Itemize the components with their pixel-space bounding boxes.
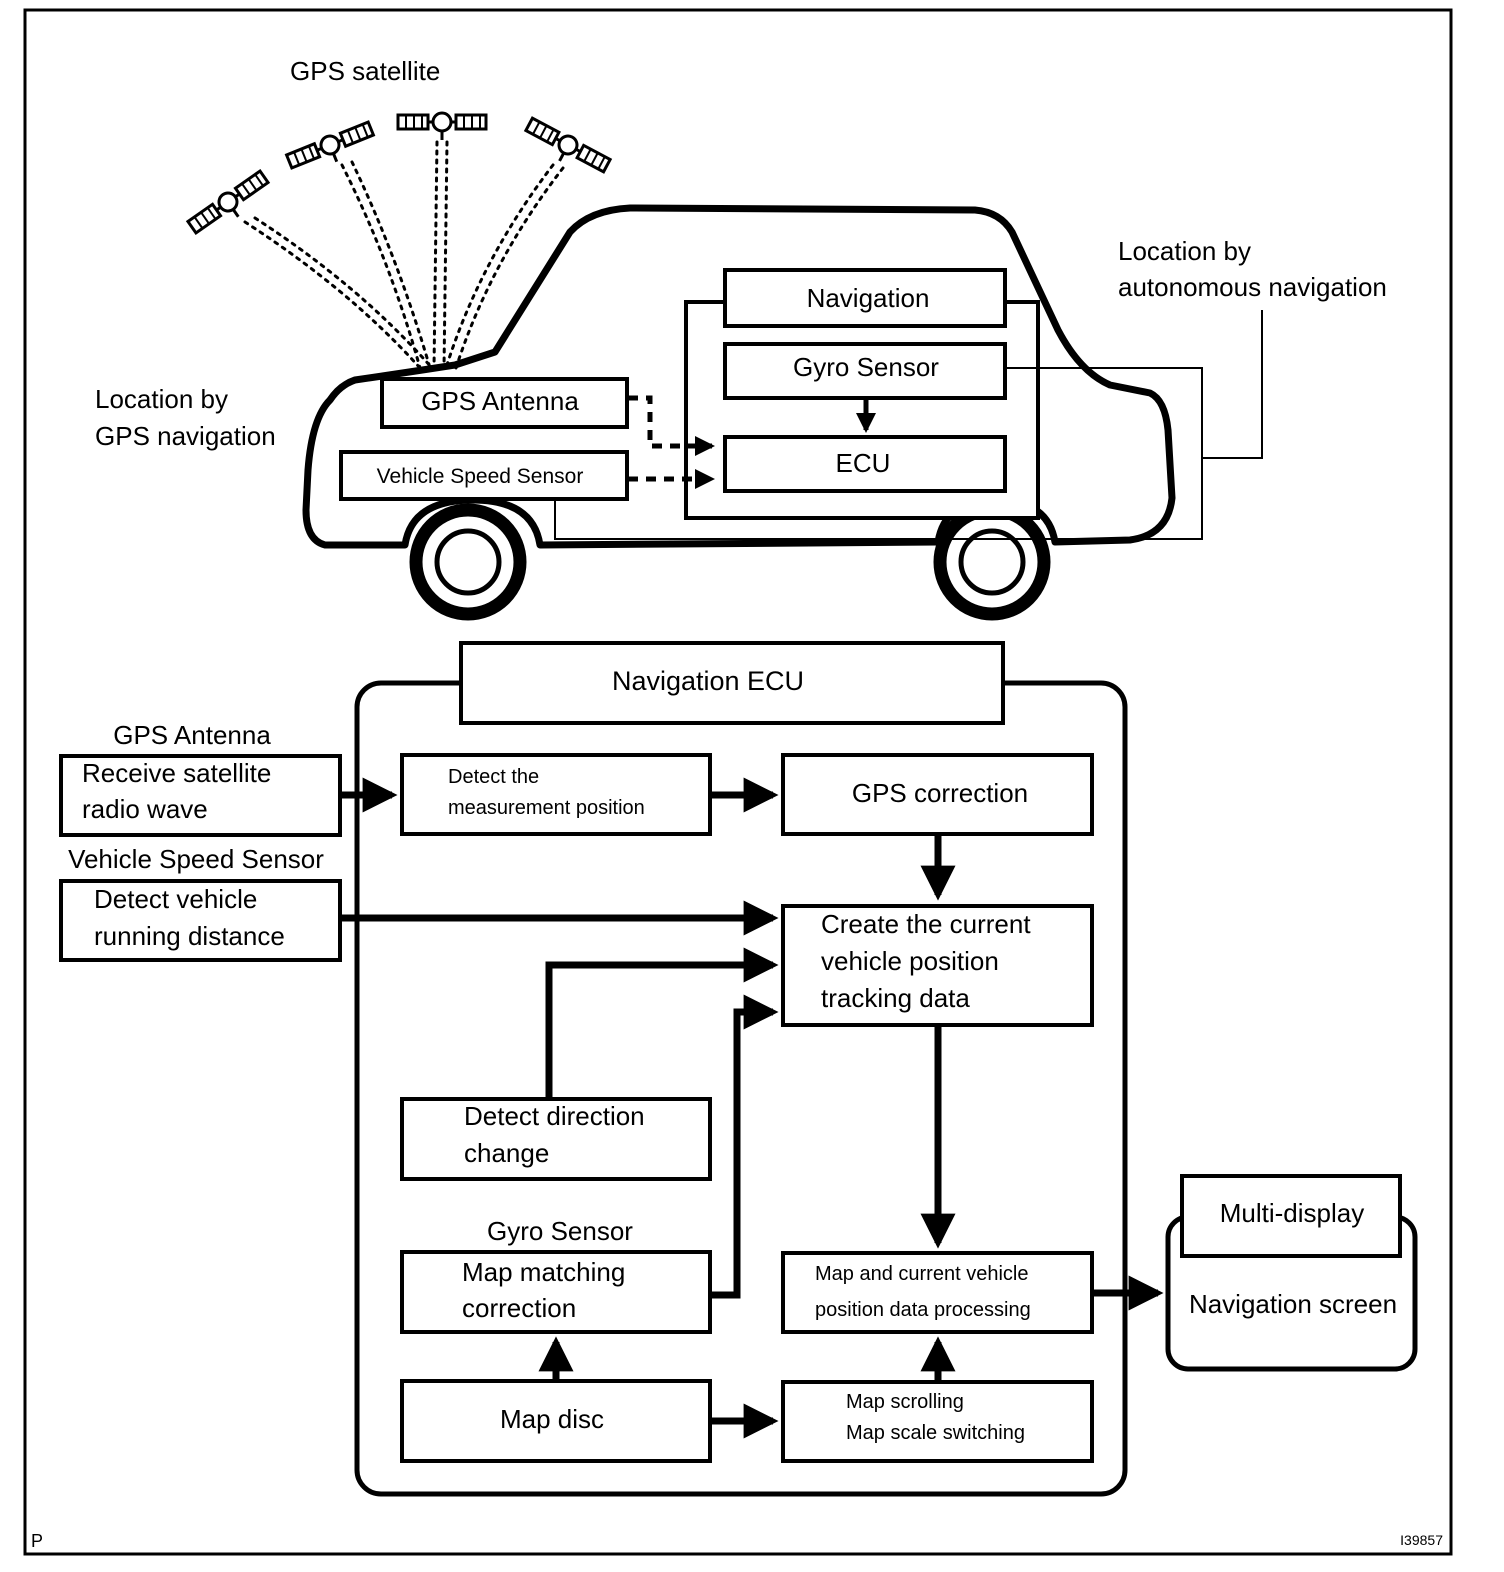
gyro-sensor-input-label: Gyro Sensor (487, 1216, 633, 1246)
flow-arrows (340, 777, 1164, 1439)
gps-correction-text: GPS correction (852, 778, 1028, 808)
map-processing-text: Map and current vehicle position data pr… (815, 1263, 1034, 1321)
map-disc-box (400, 1379, 712, 1463)
create-tracking-box (781, 904, 1094, 1027)
ecu-label: ECU (836, 448, 891, 478)
vehicle-speed-sensor-box (339, 450, 629, 501)
map-scrolling-text: Map scrolling Map scale switching (846, 1391, 1025, 1444)
footer-right-code: I39857 (1400, 1532, 1443, 1548)
detect-measurement-box (400, 753, 712, 836)
navigation-ecu-title-box (459, 641, 1005, 725)
location-gps-label: Location by GPS navigation (95, 384, 276, 451)
arrow-direction-to-create (545, 947, 779, 1099)
gps-satellite-label: GPS satellite (290, 56, 440, 86)
gps-correction-box (781, 753, 1094, 836)
navigation-screen-text: Navigation screen (1189, 1289, 1397, 1319)
ecu-box (723, 435, 1007, 493)
map-disc-text: Map disc (500, 1404, 604, 1434)
satellite-3-icon (396, 111, 488, 140)
satellite-2-icon (284, 120, 376, 170)
map-processing-box (781, 1251, 1094, 1334)
detect-direction-text: Detect direction change (464, 1101, 652, 1168)
gps-antenna-box (380, 377, 629, 429)
outer-frame (23, 8, 1453, 1556)
arrow-map-matching-to-create (710, 994, 779, 1299)
car-illustration (302, 204, 1176, 621)
gps-antenna-input-label: GPS Antenna (113, 720, 271, 750)
autonomous-bracket-line (554, 367, 1203, 540)
multi-display-text: Multi-display (1220, 1198, 1365, 1228)
detect-vehicle-box (59, 879, 342, 962)
detect-direction-box (400, 1097, 712, 1181)
gyro-sensor-label: Gyro Sensor (793, 352, 939, 382)
gps-antenna-to-ecu-arrow (628, 395, 715, 456)
receive-satellite-text: Receive satellite radio wave (82, 758, 279, 824)
gps-antenna-label: GPS Antenna (421, 386, 579, 416)
autonomous-leader-line (1202, 310, 1263, 459)
map-matching-box (400, 1250, 712, 1334)
rear-wheel (933, 503, 1051, 621)
multi-display-box (1180, 1174, 1402, 1258)
satellite-1-icon (185, 168, 271, 236)
navigation-label: Navigation (807, 283, 930, 313)
navigation-ecu-title: Navigation ECU (612, 666, 804, 696)
detect-measurement-text: Detect the measurement position (448, 766, 645, 819)
detect-vehicle-text: Detect vehicle running distance (94, 884, 285, 951)
front-wheel (409, 503, 527, 621)
radio-wave-beams (243, 140, 565, 370)
map-matching-text: Map matching correction (462, 1257, 633, 1323)
car-body-outline (302, 204, 1176, 549)
navigation-box (723, 268, 1007, 328)
footer-left-code: P (31, 1531, 43, 1551)
satellite-4-icon (523, 116, 613, 174)
vehicle-speed-input-label: Vehicle Speed Sensor (68, 844, 324, 874)
map-scrolling-box (781, 1380, 1094, 1463)
create-tracking-text: Create the current vehicle position trac… (821, 909, 1038, 1013)
location-autonomous-label: Location by autonomous navigation (1118, 236, 1387, 302)
vehicle-speed-sensor-label: Vehicle Speed Sensor (377, 465, 584, 488)
